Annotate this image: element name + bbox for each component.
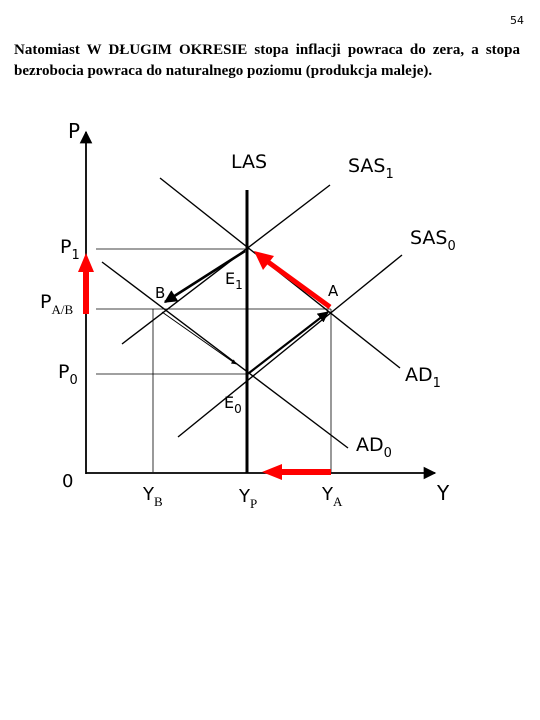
axes (79, 130, 437, 480)
red-arrow-a-to-e1 (262, 256, 332, 310)
y-axis-label: Y (436, 481, 450, 505)
b-label: B (155, 284, 165, 302)
yb-label: YB (142, 484, 163, 509)
las-label: LAS (231, 151, 267, 173)
ad0-line (101, 261, 349, 449)
a-label: A (328, 282, 339, 300)
arrow-b-to-e0 (161, 311, 237, 365)
curves (101, 177, 403, 473)
origin-label: 0 (62, 471, 73, 492)
red-arrowhead-e1 (254, 251, 274, 270)
sas0-label: SAS0 (410, 227, 456, 254)
p-axis-label: P (68, 119, 80, 143)
highlight-arrows (78, 251, 332, 480)
e1-label: E1 (225, 269, 243, 292)
e0-label: E0 (224, 393, 242, 416)
ya-label: YA (321, 484, 343, 509)
movement-arrows (161, 249, 329, 374)
heading-text: Natomiast W DŁUGIM OKRESIE stopa inflacj… (14, 42, 520, 79)
ad0-label: AD0 (356, 434, 392, 461)
sas1-label: SAS1 (348, 155, 394, 182)
arrow-e0-to-a (248, 311, 329, 374)
p0-label: P0 (58, 361, 78, 388)
pab-label: PA/B (40, 291, 73, 317)
ad1-label: AD1 (405, 364, 441, 391)
p1-label: P1 (60, 236, 80, 263)
red-arrowhead-p1 (78, 253, 94, 272)
red-arrowhead-yp (262, 464, 282, 480)
guide-lines (96, 248, 332, 472)
yp-label: YP (238, 486, 257, 511)
sas0-line (177, 254, 403, 438)
page-number: 54 (510, 14, 524, 27)
labels: P Y 0 LAS SAS1 SAS0 AD1 AD0 E1 E0 A B P1… (40, 119, 456, 511)
arrow-e1-to-b (163, 249, 246, 304)
